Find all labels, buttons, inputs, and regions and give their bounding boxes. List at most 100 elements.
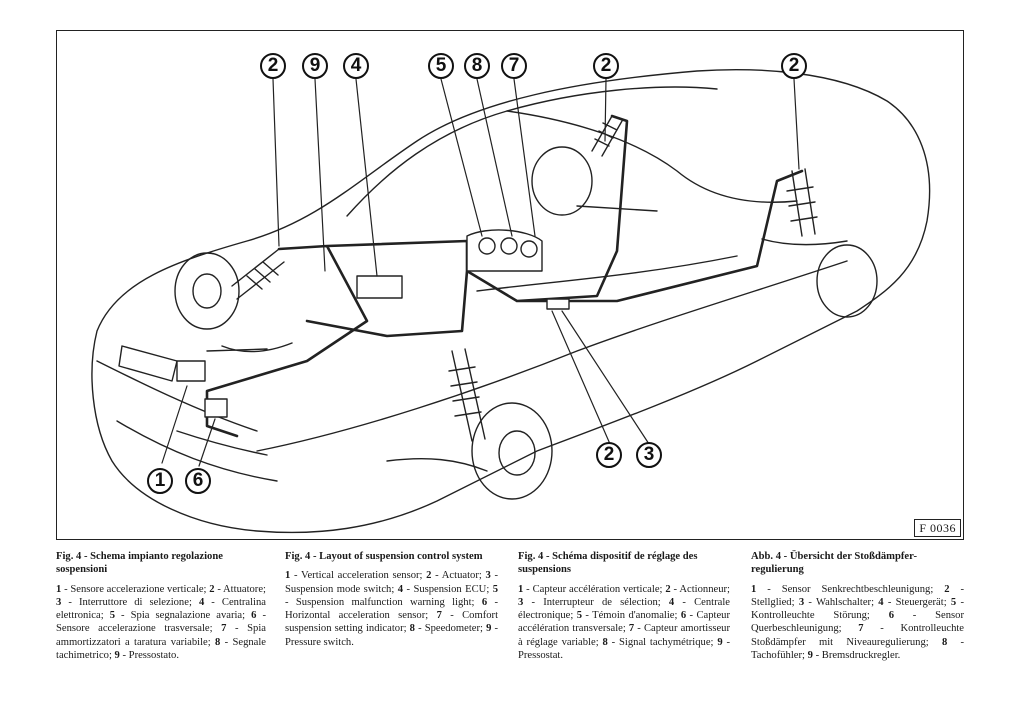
- car-body-outline: [91, 69, 931, 534]
- legend-number: 2: [209, 583, 215, 595]
- legend-text: Capteur amortisseur à réglage variable: [518, 623, 730, 648]
- ecu-box: [356, 275, 403, 299]
- legend-text: Comfort suspension setting indicator: [285, 610, 499, 635]
- legend-number: 9: [807, 650, 813, 662]
- legend-number: 9: [486, 623, 492, 635]
- callout-2-front-right: 2: [596, 442, 622, 468]
- caption-english: Fig. 4 - Layout of suspension control sy…: [285, 550, 498, 649]
- caption-legend: 1 - Sensor Senkrechtbeschleunigung; 2 - …: [751, 583, 965, 662]
- legend-number: 7: [221, 623, 227, 635]
- legend-number: 3: [518, 596, 524, 608]
- legend-number: 4: [668, 596, 675, 608]
- callout-9: 9: [302, 53, 328, 79]
- bumper-line: [96, 360, 258, 432]
- suspension-diagram-figure: 2 9 4 5 8 7 2 2 1 6 2 3 F 0036: [56, 30, 964, 540]
- legend-text: Bremsdruckregler.: [821, 650, 901, 662]
- legend-text: Sensor Querbeschleunigung: [751, 610, 964, 635]
- legend-number: 6: [680, 610, 687, 622]
- caption-title: Fig. 4 - Schéma dispositif de réglage de…: [518, 551, 698, 576]
- legend-text: Témoin d'anomalie: [592, 610, 675, 622]
- legend-text: Steuergerät: [895, 596, 944, 608]
- legend-text: Horizontal acceleration sensor: [285, 610, 426, 622]
- callout-2-front-left: 2: [260, 53, 286, 79]
- sensor-box: [204, 398, 228, 418]
- legend-text: Spia ammortizzatori a taratura variabile: [56, 623, 266, 648]
- callout-8: 8: [464, 53, 490, 79]
- rear-right-wheel: [816, 244, 878, 318]
- legend-text: Speedometer: [424, 623, 481, 635]
- sill-line: [256, 260, 848, 452]
- legend-number: 3: [485, 570, 491, 582]
- caption-title: Abb. 4 - Übersicht der Stoßdämpfer-regul…: [751, 551, 917, 576]
- caption-legend: 1 - Vertical acceleration sensor; 2 - Ac…: [285, 570, 499, 648]
- legend-number: 7: [858, 623, 864, 635]
- wiring-harness: [205, 114, 804, 438]
- front-right-strut: [448, 348, 486, 442]
- legend-number: 5: [576, 610, 582, 622]
- legend-text: Suspension mode switch: [285, 583, 392, 595]
- legend-text: Actionneur: [679, 583, 728, 595]
- caption-french: Fig. 4 - Schéma dispositif de réglage de…: [518, 550, 730, 662]
- legend-number: 4: [198, 596, 205, 608]
- legend-text: Signal tachymétrique: [619, 636, 711, 648]
- legend-text: Pressure switch.: [285, 636, 354, 648]
- legend-number: 6: [888, 610, 894, 622]
- legend-number: 9: [717, 636, 723, 648]
- legend-number: 1: [518, 583, 524, 595]
- legend-text: Capteur accélération transversale: [518, 610, 730, 635]
- legend-number: 3: [56, 596, 62, 608]
- rear-left-strut: [591, 115, 623, 157]
- figure-code: F 0036: [914, 519, 961, 537]
- legend-number: 1: [56, 583, 62, 595]
- legend-number: 7: [628, 623, 635, 635]
- legend-text: Tachofühler: [751, 650, 803, 662]
- legend-text: Actuator: [441, 570, 479, 582]
- caption-legend: 1 - Capteur accélération verticale; 2 - …: [518, 583, 730, 662]
- legend-text: Kontrolleuchte Stoßdämpfer mit Niveaureg…: [751, 623, 965, 648]
- legend-number: 3: [798, 596, 805, 608]
- front-right-arm: [386, 458, 488, 472]
- legend-text: Capteur accélération verticale: [532, 583, 660, 595]
- legend-number: 1: [751, 583, 757, 595]
- callout-7: 7: [501, 53, 527, 79]
- legend-number: 4: [878, 596, 884, 608]
- legend-number: 2: [665, 583, 671, 595]
- legend-number: 8: [215, 636, 221, 648]
- door-line: [476, 255, 738, 292]
- callout-4: 4: [343, 53, 369, 79]
- callout-6: 6: [185, 468, 211, 494]
- instrument-cluster: [466, 229, 543, 272]
- caption-title: Fig. 4 - Schema impianto regolazione sos…: [56, 551, 223, 576]
- callout-1: 1: [147, 468, 173, 494]
- caption-italian: Fig. 4 - Schema impianto regolazione sos…: [56, 550, 266, 662]
- caption-legend: 1 - Sensore accelerazione verticale; 2 -…: [56, 583, 267, 662]
- rear-left-arm: [576, 205, 658, 212]
- legend-text: Suspension ECU: [413, 583, 487, 595]
- callout-2-rear-left: 2: [593, 53, 619, 79]
- rear-right-strut: [786, 168, 818, 237]
- console-switch: [546, 298, 570, 310]
- legend-number: 4: [397, 583, 404, 595]
- legend-number: 9: [114, 650, 120, 662]
- legend-number: 2: [426, 570, 432, 582]
- legend-number: 1: [285, 570, 291, 582]
- legend-text: Wahlschalter: [816, 596, 872, 608]
- legend-number: 5: [109, 610, 115, 622]
- legend-text: Kontrolleuchte Störung: [751, 610, 867, 622]
- legend-text: Centrale électronique: [518, 596, 730, 622]
- legend-text: Suspension malfunction warning light: [295, 596, 472, 608]
- caption-german: Abb. 4 - Übersicht der Stoßdämpfer-regul…: [751, 550, 964, 662]
- callout-3: 3: [636, 442, 662, 468]
- legend-number: 2: [944, 583, 950, 595]
- legend-text: Stellglied: [751, 596, 792, 608]
- legend-number: 6: [251, 610, 257, 622]
- car-line-drawing: [91, 69, 931, 534]
- leader-lines: [161, 78, 800, 467]
- legend-text: Pressostat.: [518, 650, 564, 662]
- legend-text: Segnale tachimetrico: [56, 636, 267, 662]
- front-left-strut: [231, 248, 285, 300]
- front-right-wheel: [471, 402, 553, 500]
- bumper-line-lower: [116, 420, 278, 482]
- legend-text: Sensore accelerazione verticale: [70, 583, 204, 595]
- front-left-wheel: [174, 252, 240, 330]
